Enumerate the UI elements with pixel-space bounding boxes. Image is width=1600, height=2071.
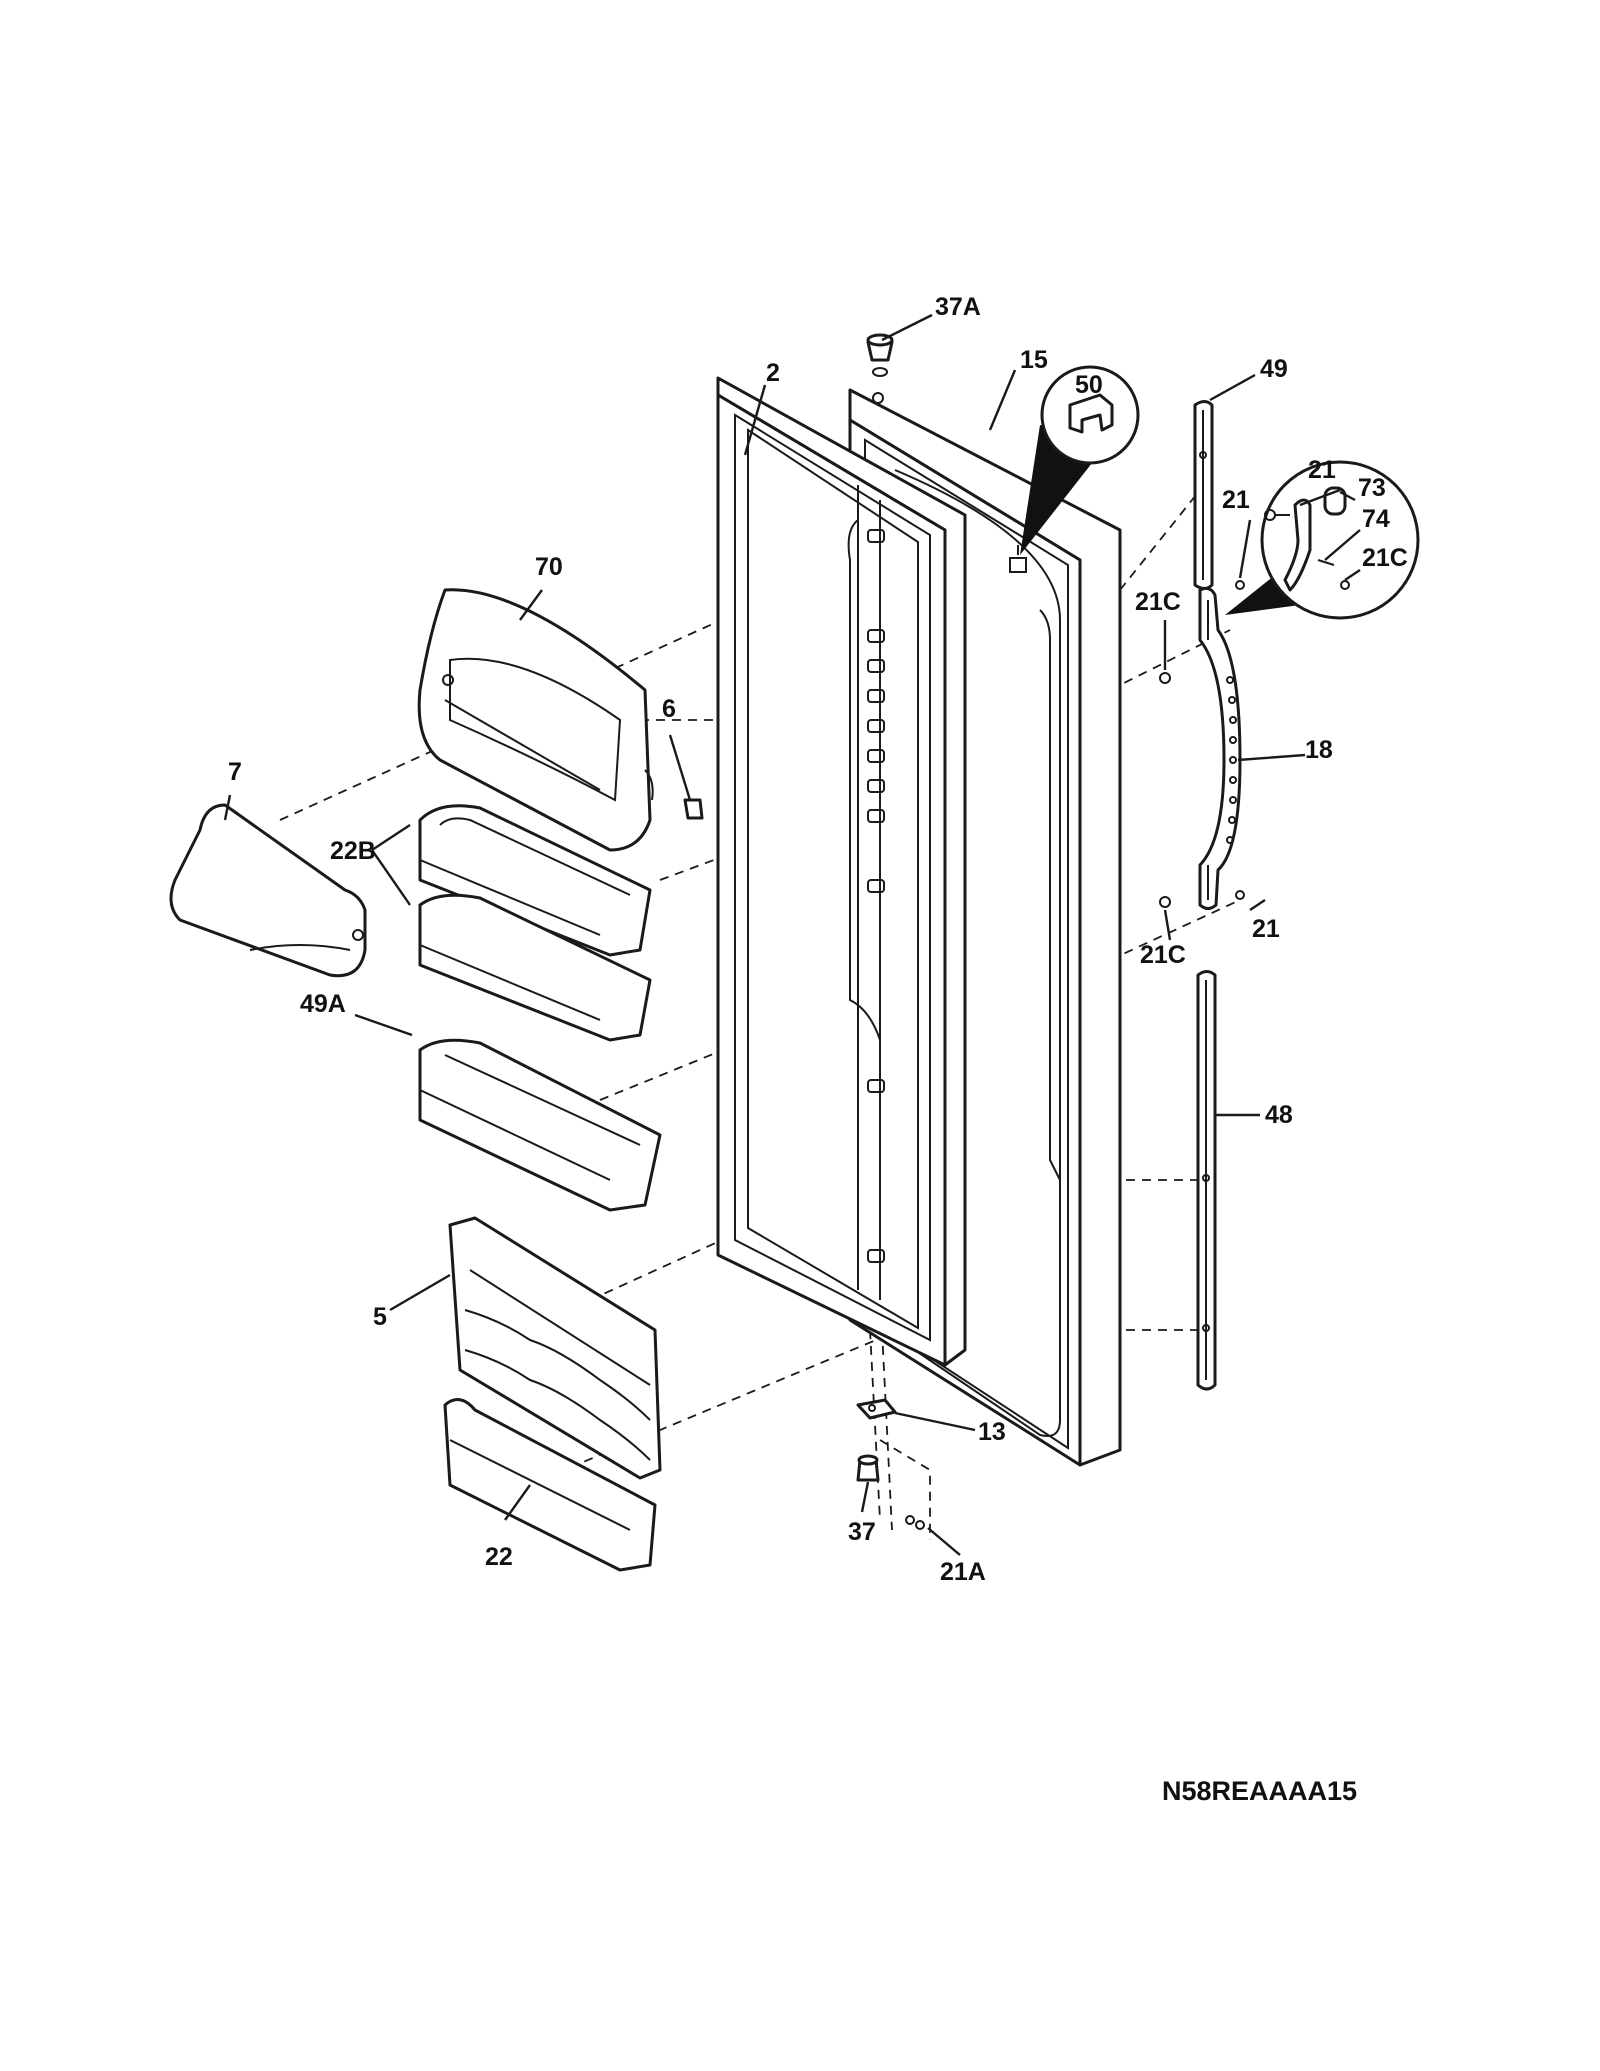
callout-13: 13 [978, 1418, 1006, 1446]
detail-bubble-50 [1009, 365, 1140, 573]
callout-5: 5 [373, 1303, 387, 1331]
door-bin-49a [418, 1038, 662, 1212]
detail-bubble-hinge [1225, 460, 1420, 620]
callout-37A: 49 [1260, 355, 1288, 383]
callout-21-lower: 21 [1252, 915, 1280, 943]
callout-21-top: 21 [1222, 486, 1250, 514]
door-liner [716, 376, 967, 1367]
door-handle [1198, 586, 1242, 910]
callout-73: 73 [1358, 474, 1386, 502]
clip-6 [683, 798, 704, 820]
bottom-door-bin [443, 1398, 657, 1572]
door-bin-49-upper [418, 804, 652, 957]
can-rack-shelf [448, 1216, 662, 1480]
handle-trim-37 [1196, 970, 1217, 1391]
handle-screws [1159, 580, 1245, 908]
callout-labels: 37A 2 15 50 49 21 21 73 74 21C 21C 18 21… [228, 293, 1408, 1586]
callout-21-detail: 21 [1308, 456, 1336, 484]
callout-2: 2 [766, 359, 780, 387]
drawing-code: N58REAAAA15 [1162, 1776, 1357, 1806]
callout-leaders [223, 313, 1361, 1556]
handle-trim-37a [1193, 400, 1214, 590]
callout-49: 22B [330, 837, 376, 865]
callout-74: 74 [1362, 505, 1390, 533]
callout-18: 18 [1305, 736, 1333, 764]
callout-48: 22 [485, 1543, 513, 1571]
shelf-studs [867, 529, 885, 1263]
door-cap-22b [866, 333, 894, 377]
callout-21A: 21A [940, 1558, 986, 1586]
callout-21C-lower: 21C [1140, 941, 1186, 969]
callout-37: 48 [1265, 1101, 1293, 1129]
dairy-compartment [417, 588, 654, 852]
callout-22: 37 [848, 1518, 876, 1546]
callout-49A: 49A [300, 990, 346, 1018]
hinge-hardware [856, 1398, 925, 1530]
callout-70: 70 [535, 553, 563, 581]
callout-50: 50 [1075, 371, 1103, 399]
callout-15: 15 [1020, 346, 1048, 374]
callout-7: 7 [228, 758, 242, 786]
callout-6: 6 [662, 695, 676, 723]
door-bin-49-lower [418, 893, 652, 1042]
callout-22B: 37A [935, 293, 981, 321]
dairy-door [169, 803, 367, 978]
callout-21C-upper: 21C [1135, 588, 1181, 616]
callout-21C-detail: 21C [1362, 544, 1408, 572]
